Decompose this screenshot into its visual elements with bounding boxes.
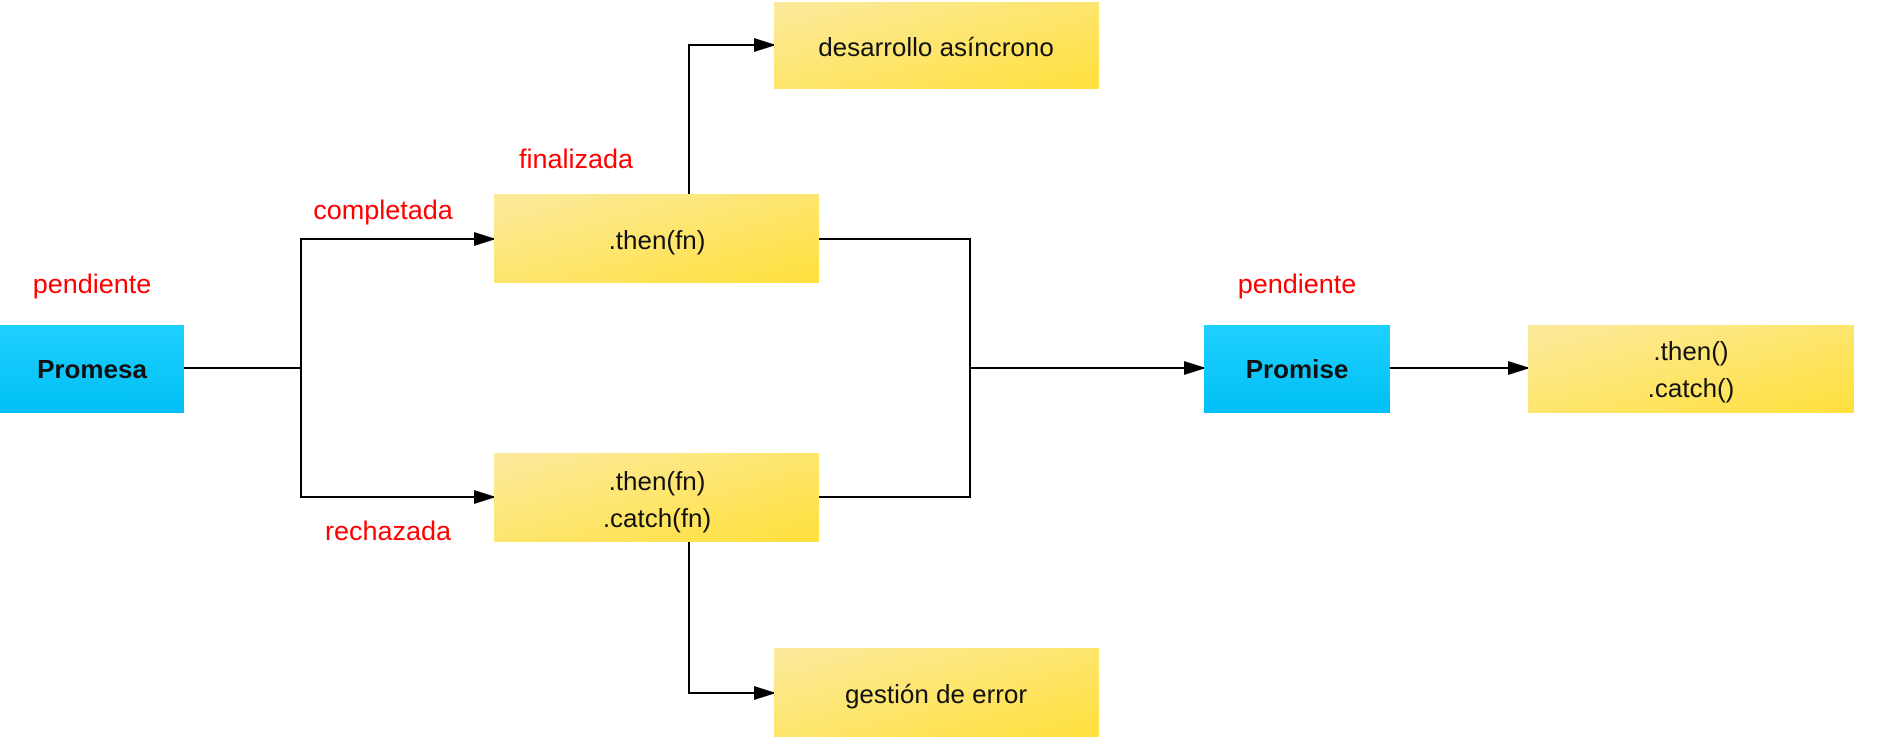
then-catch-line2: .catch(fn) bbox=[603, 503, 711, 533]
rejected-edge-label: rechazada bbox=[325, 516, 452, 546]
promesa-box bbox=[0, 325, 184, 413]
state-labels: pendiente completada finalizada rechazad… bbox=[33, 144, 1357, 546]
async-dev-box bbox=[774, 2, 1099, 89]
error-handling-node: gestión de error bbox=[774, 648, 1099, 737]
promesa-label: Promesa bbox=[37, 354, 147, 384]
then-catch-node: .then(fn) .catch(fn) bbox=[494, 453, 819, 542]
promesa-node: Promesa bbox=[0, 325, 184, 413]
then-box bbox=[494, 194, 819, 283]
then-node: .then(fn) bbox=[494, 194, 819, 283]
edges bbox=[184, 38, 1530, 700]
error-handling-box bbox=[774, 648, 1099, 737]
edge-then-to-async bbox=[688, 38, 776, 194]
edge-catch-to-merge bbox=[819, 368, 971, 498]
edge-to-then-top bbox=[300, 232, 496, 368]
final-methods-line2: .catch() bbox=[1648, 373, 1735, 403]
promise-box bbox=[1204, 325, 1390, 413]
edge-catch-to-error bbox=[688, 542, 776, 700]
error-handling-label: gestión de error bbox=[845, 679, 1027, 709]
fulfilled-edge-label: completada bbox=[313, 195, 454, 225]
edge-then-to-merge bbox=[819, 238, 971, 368]
final-methods-node: .then() .catch() bbox=[1528, 325, 1854, 413]
then-catch-line1: .then(fn) bbox=[609, 466, 706, 496]
then-label: .then(fn) bbox=[609, 225, 706, 255]
final-methods-line1: .then() bbox=[1653, 336, 1728, 366]
promesa-state-label: pendiente bbox=[33, 269, 152, 299]
then-catch-box bbox=[494, 453, 819, 542]
promise-node: Promise bbox=[1204, 325, 1390, 413]
promise-label: Promise bbox=[1246, 354, 1349, 384]
then-state-label: finalizada bbox=[519, 144, 634, 174]
async-dev-node: desarrollo asíncrono bbox=[774, 2, 1099, 89]
async-dev-label: desarrollo asíncrono bbox=[818, 32, 1054, 62]
edge-to-then-catch bbox=[300, 368, 496, 504]
promise-state-label: pendiente bbox=[1238, 269, 1357, 299]
final-methods-box bbox=[1528, 325, 1854, 413]
